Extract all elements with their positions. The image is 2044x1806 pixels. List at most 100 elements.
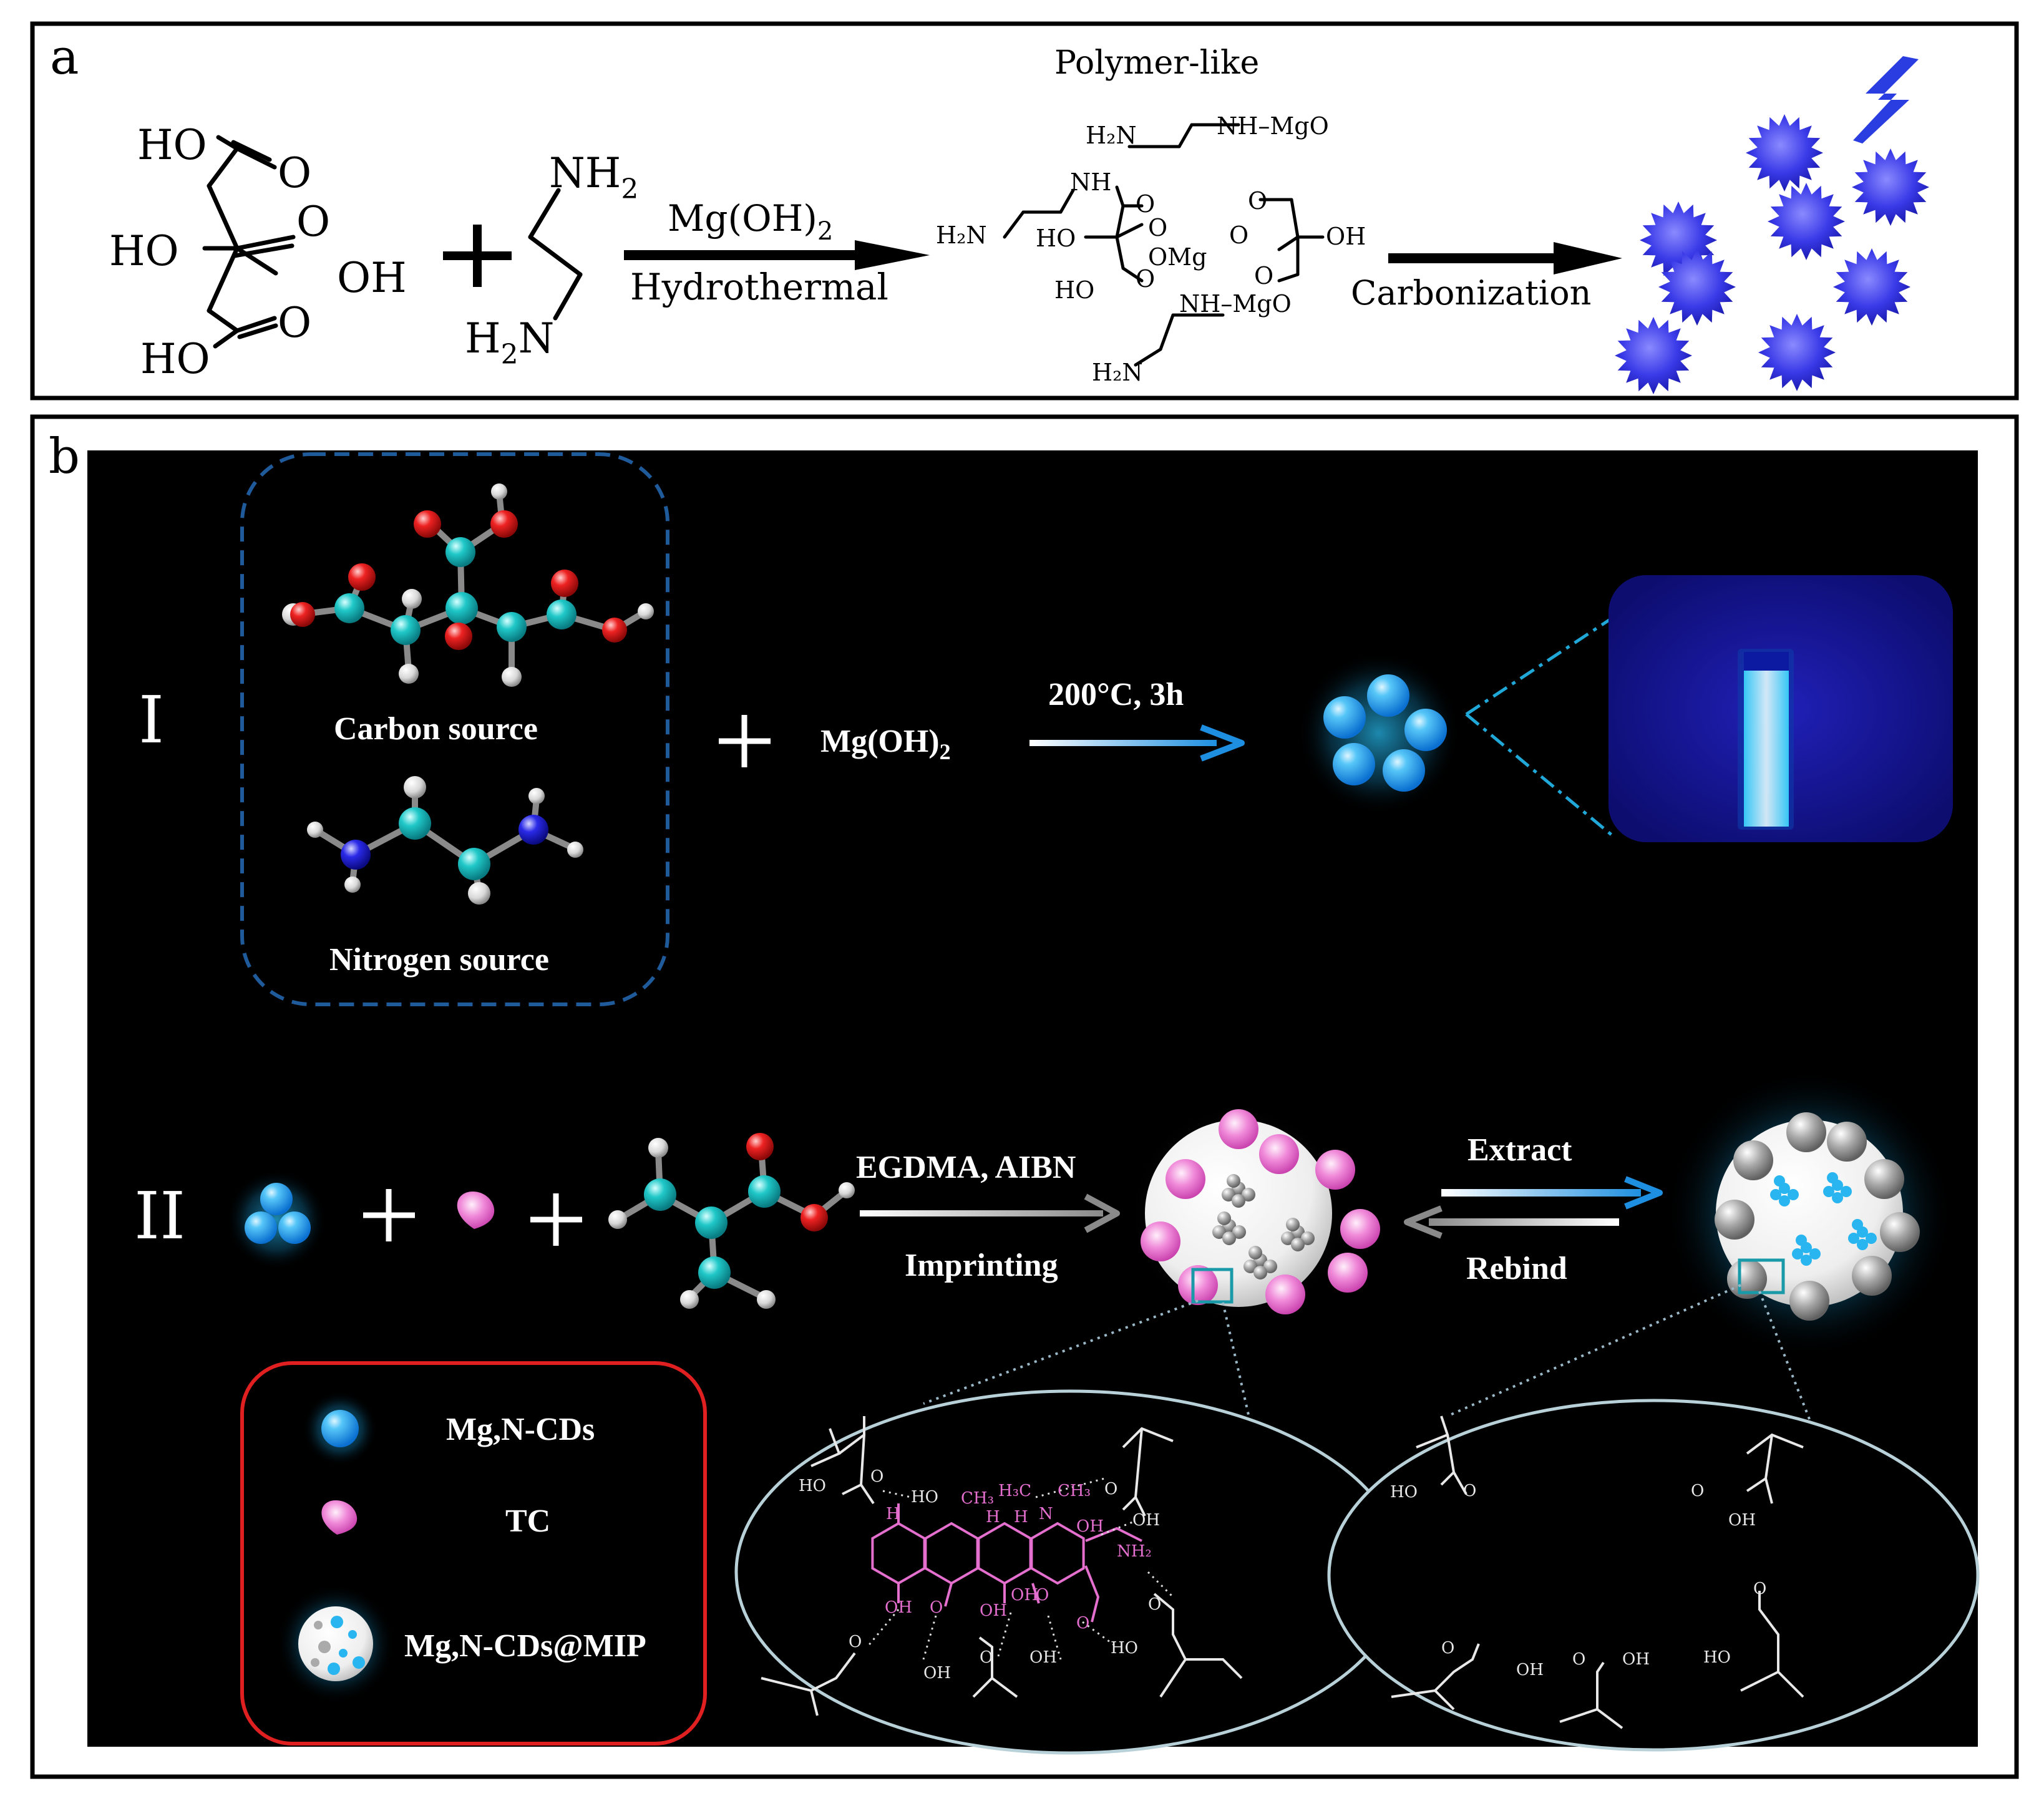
svg-text:H₂N: H₂N <box>1086 122 1137 149</box>
citric-acid-model <box>282 483 654 687</box>
legend-mip-dot <box>314 1621 323 1629</box>
zoom-ellipse-extracted: HO O O OH O HO O OH O OH <box>1327 1399 1980 1752</box>
svg-text:CH₃: CH₃ <box>961 1489 994 1508</box>
imprinted-cd <box>1222 1231 1236 1245</box>
imprinted-cd <box>1232 1194 1245 1208</box>
carbon-dot-star <box>1758 314 1836 391</box>
svg-text:O: O <box>849 1633 862 1651</box>
plus-sign-a <box>443 225 512 287</box>
empty-cavity <box>1852 1256 1892 1296</box>
svg-text:OH: OH <box>1132 1511 1160 1530</box>
svg-text:OH: OH <box>1728 1511 1756 1530</box>
hydrothermal-arrow <box>624 240 930 270</box>
svg-text:OH: OH <box>885 1598 912 1617</box>
svg-text:OH: OH <box>1076 1517 1104 1536</box>
imprinted-cd <box>1291 1238 1305 1251</box>
lightning-icon <box>1853 56 1919 143</box>
tc-ring <box>1030 1522 1085 1585</box>
imprinted-cd <box>1263 1260 1277 1273</box>
cd-in-cavity <box>1827 1172 1838 1183</box>
legend-mip-dot <box>339 1649 348 1658</box>
methacrylic-acid-model <box>608 1133 855 1309</box>
imprinted-cd <box>1242 1188 1255 1202</box>
svg-text:O: O <box>1463 1482 1476 1500</box>
svg-text:HO: HO <box>1036 225 1076 252</box>
svg-text:O: O <box>1248 187 1267 215</box>
en-h2n: H2N <box>465 314 554 371</box>
svg-text:CH₃: CH₃ <box>1058 1482 1091 1500</box>
zoom-dotted-lines <box>923 1284 1839 1495</box>
svg-text:N: N <box>1039 1505 1053 1523</box>
imprinted-cd <box>1227 1174 1240 1188</box>
extract-arrow <box>1441 1176 1663 1210</box>
ca-ho-top: HO <box>137 121 207 169</box>
cd-in-cavity <box>1774 1175 1785 1187</box>
svg-text:OH: OH <box>1011 1586 1038 1605</box>
tc-bonds <box>897 1503 1040 1607</box>
legend-mip-dot <box>353 1656 365 1669</box>
panel-b-letter: b <box>49 429 80 485</box>
ca-o3: O <box>278 299 311 347</box>
rebind-arrow <box>1404 1205 1619 1239</box>
rebind-label: Rebind <box>1466 1251 1567 1286</box>
cd-in-cavity <box>1809 1248 1821 1260</box>
svg-text:OMg: OMg <box>1148 243 1207 271</box>
carbonization-arrow <box>1388 242 1622 274</box>
zoom-dashed-lines <box>1465 616 1614 837</box>
svg-text:O: O <box>1691 1482 1704 1500</box>
svg-text:O: O <box>1753 1580 1766 1598</box>
svg-text:OH: OH <box>980 1601 1007 1620</box>
cd-in-cavity <box>1848 1233 1859 1244</box>
cd-in-cavity <box>1832 1192 1843 1203</box>
tc-substituents <box>1084 1527 1142 1623</box>
svg-text:HO: HO <box>1703 1648 1731 1667</box>
empty-cavity <box>1727 1259 1767 1299</box>
cd-in-cavity <box>1796 1235 1807 1246</box>
fluorescence-photo <box>1608 575 1953 842</box>
plus-sign-b1 <box>719 715 771 767</box>
tc-template-site <box>1259 1134 1299 1174</box>
carbonization-label: Carbonization <box>1351 273 1591 313</box>
tc-template-site <box>1178 1265 1218 1305</box>
svg-text:O: O <box>1254 262 1273 289</box>
svg-text:H: H <box>1014 1508 1028 1527</box>
row-numeral-i: I <box>139 682 164 758</box>
legend-box <box>240 1361 707 1745</box>
imprinted-cd <box>1217 1211 1231 1225</box>
svg-text:O: O <box>1076 1614 1089 1633</box>
polymer-atom-labels: H₂N NH–MgO H₂N NH O HO OMg O O O OH O HO… <box>936 112 1366 386</box>
tc-drop-icon <box>457 1192 495 1229</box>
polymer-intermediate <box>1003 123 1325 367</box>
legend-mip-dot <box>318 1641 331 1653</box>
mip-sphere-extracted <box>1666 1070 1953 1357</box>
carbon-dot-star <box>1615 317 1692 394</box>
imprinted-cd <box>1301 1231 1315 1245</box>
imprinted-cd <box>1222 1188 1235 1202</box>
cd-trio <box>226 1170 326 1270</box>
arrow1-bottom-label: Hydrothermal <box>630 266 888 308</box>
svg-text:H₃C: H₃C <box>998 1482 1031 1500</box>
ethylenediamine-model <box>307 776 583 905</box>
svg-text:O: O <box>930 1598 943 1617</box>
legend-cd-icon <box>303 1391 377 1466</box>
cd-in-cavity <box>1841 1186 1852 1197</box>
imprinted-cd <box>1253 1266 1267 1279</box>
svg-text:H₂N: H₂N <box>1092 359 1143 386</box>
plus-sign-b2 <box>363 1189 415 1241</box>
panel-a-letter: a <box>50 29 79 85</box>
svg-text:NH₂: NH₂ <box>1117 1542 1152 1561</box>
imprinting-arrow <box>860 1193 1120 1233</box>
carbon-dot-star <box>1746 114 1823 192</box>
cd-in-cavity <box>1779 1195 1790 1206</box>
tc-template-site <box>1219 1109 1258 1149</box>
row-numeral-ii: II <box>134 1178 185 1254</box>
svg-text:HO: HO <box>1390 1483 1418 1502</box>
svg-text:NH–MgO: NH–MgO <box>1179 290 1292 318</box>
mip-sphere-with-template <box>1126 1101 1380 1326</box>
en-nh2: NH2 <box>549 149 638 205</box>
svg-text:H: H <box>986 1508 1000 1527</box>
svg-text:OH: OH <box>1029 1648 1057 1667</box>
imprinting-label: Imprinting <box>905 1248 1058 1283</box>
imprinted-cd <box>1248 1246 1262 1260</box>
carbon-dot-star <box>1852 148 1929 226</box>
